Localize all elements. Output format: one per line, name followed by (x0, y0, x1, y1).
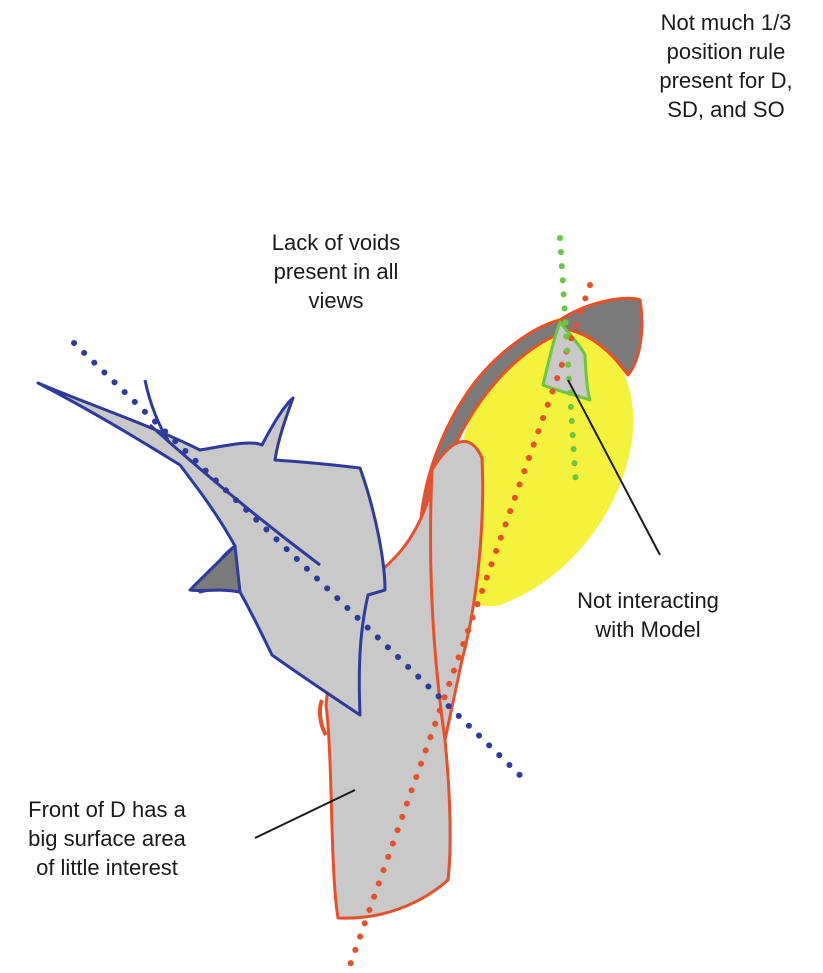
blue-lower-fin (190, 546, 240, 592)
blue-winged-shape (38, 383, 385, 715)
rule-of-thirds-note: Not much 1/3 position rule present for D… (636, 8, 816, 124)
front-surface-note: Front of D has a big surface area of lit… (2, 795, 212, 882)
voids-note: Lack of voids present in all views (236, 228, 436, 315)
model-interaction-note: Not interacting with Model (548, 586, 748, 644)
